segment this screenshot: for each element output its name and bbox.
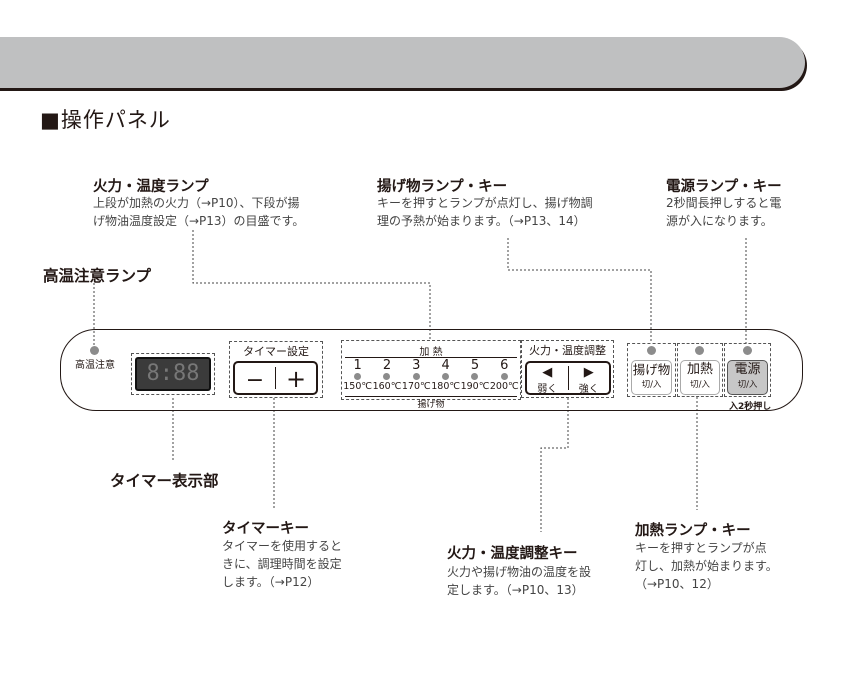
fry-group <box>627 343 676 397</box>
callout-title: 火力・温度調整キー <box>447 546 578 562</box>
right-arrow-icon: ▶ <box>583 365 594 380</box>
section-title: ■操作パネル <box>40 108 171 132</box>
fry-key[interactable]: 揚げ物切/入 <box>631 360 672 395</box>
power-group <box>724 343 771 397</box>
callout-title: タイマーキー <box>222 521 309 537</box>
callout-title: 火力・温度ランプ <box>93 179 209 195</box>
power-note: 入2秒押し <box>729 402 772 412</box>
heat-group <box>677 343 723 397</box>
timer-group <box>229 341 323 398</box>
power-key[interactable]: 電源切/入 <box>727 360 768 395</box>
callout-title: 高温注意ランプ <box>43 267 152 285</box>
callout-desc: キーを押すとランプが点灯し、加熱が始まります。（→P10、12） <box>635 541 778 591</box>
callout-desc: キーを押すとランプが点灯し、揚げ物調理の予熱が始まります。（→P13、14） <box>377 196 593 228</box>
weaker-button[interactable]: ◀弱く <box>527 365 569 395</box>
timer-key: − + <box>233 361 318 395</box>
divider <box>345 357 517 358</box>
heat-key[interactable]: 加熱切/入 <box>680 360 720 395</box>
stronger-button[interactable]: ▶強く <box>569 365 610 396</box>
heat-lamp <box>695 346 704 355</box>
adjust-group <box>521 340 614 398</box>
header-band <box>0 37 805 88</box>
adjust-key: ◀弱く ▶強く <box>525 361 611 395</box>
callout-desc: 2秒間長押しすると電源が入になります。 <box>666 196 782 228</box>
high-temp-lamp <box>90 346 99 355</box>
callout-desc: 火力や揚げ物油の温度を設定します。（→P10、13） <box>447 565 592 597</box>
power-lamp <box>743 346 752 355</box>
timer-minus-button[interactable]: − <box>235 367 276 393</box>
callout-desc: タイマーを使用するときに、調理時間を設定します。（→P12） <box>222 539 343 589</box>
divider <box>345 396 517 397</box>
callout-title: 電源ランプ・キー <box>666 179 782 195</box>
timer-label: タイマー設定 <box>243 345 309 358</box>
timer-display: 8:88 <box>135 357 211 391</box>
timer-plus-button[interactable]: + <box>285 365 307 393</box>
callout-title: 加熱ランプ・キー <box>635 523 751 539</box>
high-temp-label: 高温注意 <box>75 360 115 371</box>
timer-display-frame <box>131 353 215 395</box>
heat-level-group <box>341 340 521 400</box>
callout-title: 揚げ物ランプ・キー <box>377 179 508 195</box>
callout-title: タイマー表示部 <box>110 472 219 490</box>
callout-desc: 上段が加熱の火力（→P10）、下段が揚げ物油温度設定（→P13）の目盛です。 <box>93 196 305 228</box>
fry-lamp <box>647 346 656 355</box>
fry-label: 揚げ物 <box>417 400 445 410</box>
left-arrow-icon: ◀ <box>542 365 553 380</box>
heat-label: 加 熱 <box>419 347 443 358</box>
control-panel <box>60 329 803 411</box>
adjust-label: 火力・温度調整 <box>529 344 606 357</box>
